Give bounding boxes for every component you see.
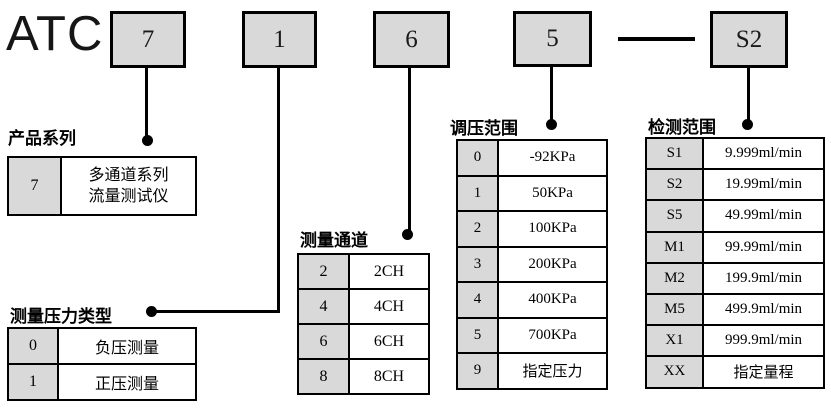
code-cell: 1: [456, 174, 499, 212]
code-cell: S1: [645, 136, 704, 171]
connector-dot-pressure-range: [546, 119, 557, 130]
value-cell: 49.99ml/min: [702, 199, 825, 233]
code-cell: M1: [645, 230, 704, 264]
code-cell: 8: [297, 358, 350, 395]
value-cell: 多通道系列 流量测试仪: [60, 156, 197, 216]
code-box-series: 7: [110, 11, 186, 68]
code-cell: 4: [456, 281, 499, 319]
connector-line-channels: [408, 66, 411, 235]
code-cell: 6: [297, 323, 350, 360]
code-box-pressure-type: 1: [242, 11, 317, 68]
value-cell: 200KPa: [497, 245, 608, 283]
code-cell: M5: [645, 292, 704, 327]
connector-dot-pressure-type: [146, 306, 157, 317]
connector-dot-detection-range: [742, 119, 753, 130]
section-title-detection-range: 检测范围: [648, 118, 716, 137]
code-cell: 2: [456, 210, 499, 248]
value-cell: 9.999ml/min: [702, 136, 825, 171]
code-cell: 0: [7, 327, 59, 365]
connector-line-pressure-type: [277, 66, 280, 313]
value-cell: 99.99ml/min: [702, 230, 825, 264]
value-cell: 199.9ml/min: [702, 261, 825, 295]
connector-line-pressure-range: [550, 64, 553, 125]
code-cell: 4: [297, 288, 350, 325]
connector-line-detection-range: [747, 66, 750, 125]
section-title-pressure-type: 测量压力类型: [10, 307, 112, 326]
value-cell: 8CH: [348, 358, 430, 395]
connector-dot-channels: [402, 229, 413, 240]
code-cell: S5: [645, 199, 704, 233]
value-cell: -92KPa: [497, 139, 608, 177]
section-title-product-series: 产品系列: [8, 129, 76, 148]
brand-title: ATC: [6, 7, 104, 61]
code-cell: 1: [7, 363, 59, 401]
value-cell: 50KPa: [497, 174, 608, 212]
value-cell: 999.9ml/min: [702, 324, 825, 358]
value-cell: 19.99ml/min: [702, 168, 825, 202]
value-cell: 4CH: [348, 288, 430, 325]
code-cell: M2: [645, 261, 704, 295]
code-cell: 7: [7, 156, 62, 216]
value-cell: 指定压力: [497, 352, 608, 390]
value-cell: 负压测量: [57, 327, 197, 365]
separator-line: [618, 37, 695, 41]
code-box-detection-range: S2: [710, 11, 788, 68]
value-cell: 700KPa: [497, 316, 608, 354]
code-box-channels: 6: [373, 11, 450, 68]
code-cell: X1: [645, 324, 704, 358]
section-title-pressure-range: 调压范围: [450, 119, 518, 138]
code-box-pressure-range: 5: [513, 11, 592, 67]
code-cell: 5: [456, 316, 499, 354]
connector-dot-series: [142, 135, 153, 146]
value-cell: 499.9ml/min: [702, 292, 825, 327]
code-cell: 3: [456, 245, 499, 283]
table-row: 0-92KPa: [456, 139, 608, 177]
code-cell: S2: [645, 168, 704, 202]
value-cell: 正压测量: [57, 363, 197, 401]
value-cell: 6CH: [348, 323, 430, 360]
code-cell: XX: [645, 355, 704, 389]
section-title-channels: 测量通道: [300, 231, 368, 250]
code-cell: 0: [456, 139, 499, 177]
code-cell: 9: [456, 352, 499, 390]
value-cell: 2CH: [348, 253, 430, 290]
value-cell: 400KPa: [497, 281, 608, 319]
connector-line-series: [145, 66, 148, 141]
code-cell: 2: [297, 253, 350, 290]
value-cell: 指定量程: [702, 355, 825, 389]
value-cell: 100KPa: [497, 210, 608, 248]
connector-line-pressure-type-elbow: [153, 310, 280, 313]
